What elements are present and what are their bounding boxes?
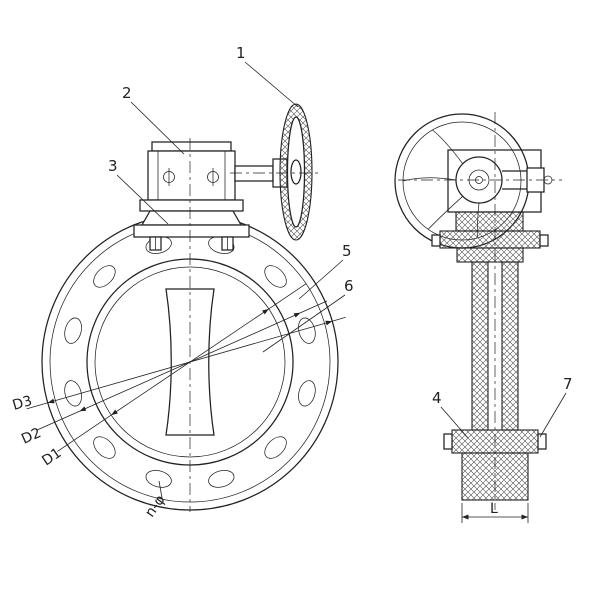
callout-2-label: 2 <box>122 84 132 102</box>
mounting-bolts <box>149 236 234 251</box>
dim-label-d3: D3 <box>11 393 34 414</box>
handwheel-front <box>234 103 313 241</box>
callout-4-label: 4 <box>432 389 442 407</box>
front-view: D3 D2 D1 n-φ <box>11 44 354 520</box>
dimension-d1: D1 <box>39 283 307 469</box>
valve-body-section <box>431 211 549 501</box>
body-column-left <box>471 261 489 431</box>
callout-1: 1 <box>236 44 299 108</box>
top-plate <box>439 230 541 249</box>
callout-4: 4 <box>432 389 469 439</box>
dimension-length: L <box>461 501 529 523</box>
hand-shaft-side <box>502 167 553 193</box>
neck-step <box>456 247 524 263</box>
callout-6: 6 <box>262 277 354 353</box>
wheel-hub <box>290 159 302 185</box>
wheel-shaft <box>234 165 274 182</box>
callout-1-label: 1 <box>236 44 246 62</box>
callout-6-label: 6 <box>344 277 354 295</box>
callout-7-label: 7 <box>563 375 573 393</box>
gearbox-bolts <box>163 168 219 186</box>
callout-5-label: 5 <box>342 242 352 260</box>
callout-2: 2 <box>122 84 185 155</box>
centerlines-front <box>189 138 322 512</box>
dim-label-d2: D2 <box>19 425 43 448</box>
side-view: 4 7 L <box>394 112 573 523</box>
body-neck <box>455 211 524 232</box>
callout-5: 5 <box>298 242 352 300</box>
wheel-spoke <box>432 129 464 164</box>
centerlines-side <box>398 112 562 510</box>
dim-label-length: L <box>490 501 498 517</box>
body-column-right <box>501 261 519 431</box>
wheel-spoke <box>427 196 463 230</box>
callout-7: 7 <box>539 375 573 438</box>
actuator-front <box>133 141 250 251</box>
dim-label-n-phi: n-φ <box>142 492 168 520</box>
callout-3-label: 3 <box>108 157 118 175</box>
callout-3: 3 <box>108 157 169 225</box>
dimension-d3: D3 <box>11 316 346 414</box>
